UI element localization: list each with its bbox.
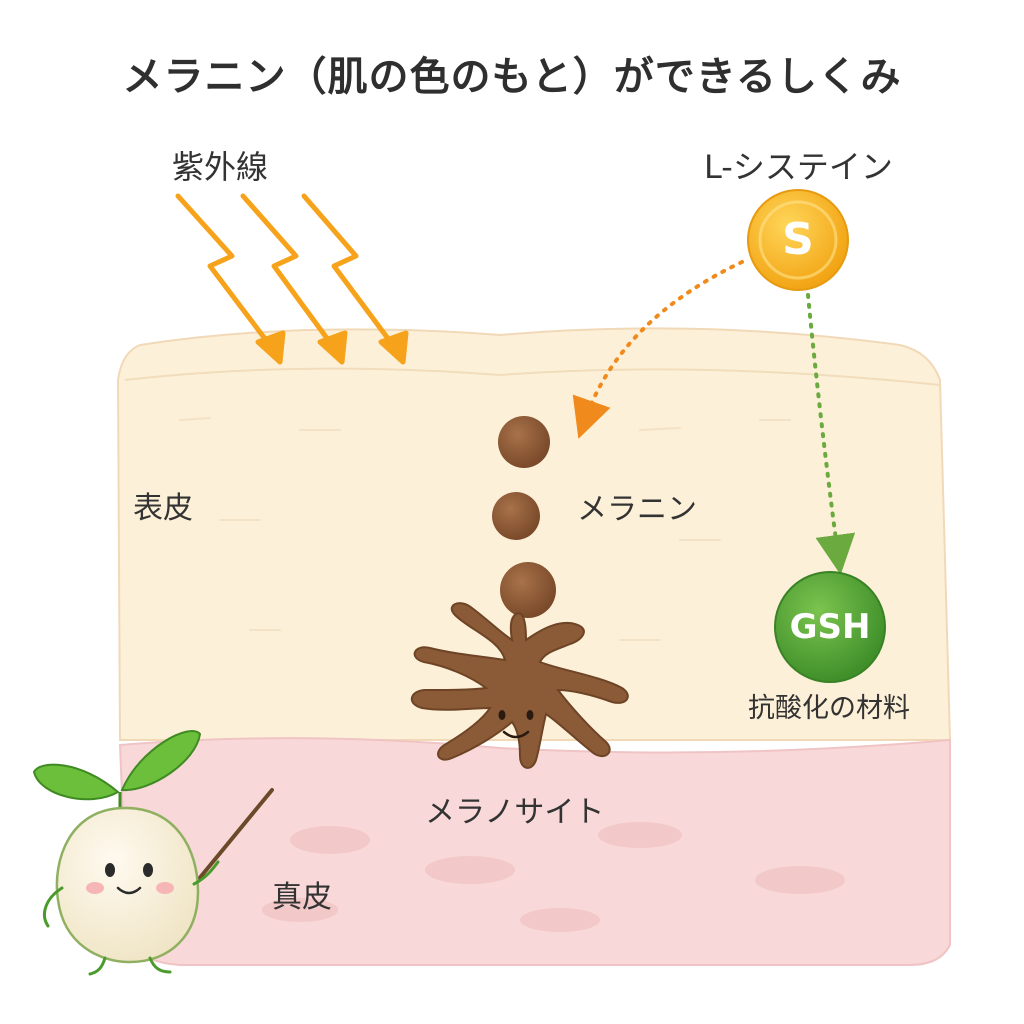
gsh-ball-icon — [774, 571, 886, 683]
sulfur-ball-icon — [747, 189, 849, 291]
dermis-layer — [118, 737, 951, 966]
page-title: メラニン（肌の色のもと）ができるしくみ — [122, 54, 902, 100]
uv-label: 紫外線 — [172, 148, 269, 186]
lightning-arrow-icon — [175, 193, 286, 365]
melanocyte-label: メラノサイト — [425, 795, 605, 830]
melanin-granule — [500, 562, 556, 618]
uv-arrows — [175, 193, 409, 365]
melanin-granules — [492, 416, 556, 618]
cysteine-label: L-システイン — [704, 148, 893, 186]
melanin-granule — [498, 416, 550, 468]
gsh-path-arrow — [806, 293, 856, 575]
melanin-label: メラニン — [577, 492, 697, 527]
melanocyte-icon — [411, 602, 629, 769]
melanin-granule — [492, 492, 540, 540]
seed-mascot-icon — [32, 730, 274, 976]
dermis-label: 真皮 — [272, 880, 332, 915]
gsh-note-label: 抗酸化の材料 — [748, 693, 910, 724]
inhibit-path-arrow — [572, 260, 744, 439]
epidermis-label: 表皮 — [133, 491, 193, 526]
cysteine-symbol: S — [782, 214, 814, 265]
gsh-symbol: GSH — [789, 607, 871, 647]
lightning-arrow-icon — [240, 193, 348, 365]
lightning-arrow-icon — [301, 193, 409, 365]
